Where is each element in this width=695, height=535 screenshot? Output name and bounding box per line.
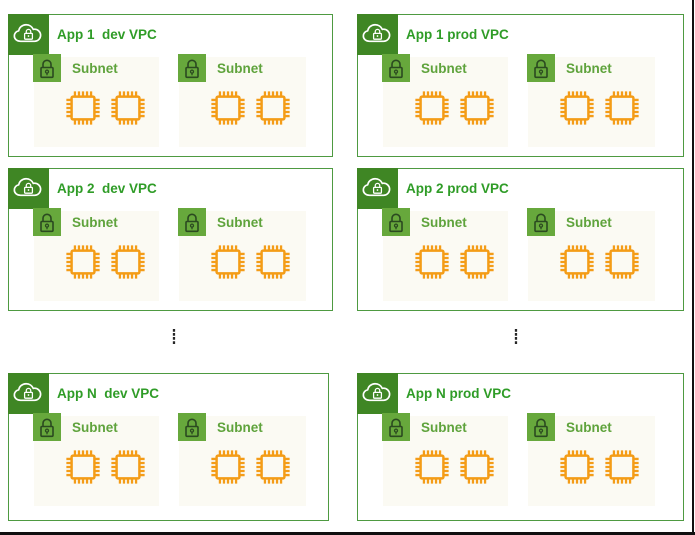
subnet-label: Subnet bbox=[566, 61, 612, 76]
vpc-box-appN-prod: App N prod VPC Subnet Subnet bbox=[356, 372, 684, 521]
instance-group bbox=[413, 89, 496, 127]
instance-group bbox=[64, 89, 147, 127]
subnet-label: Subnet bbox=[217, 215, 263, 230]
vertical-ellipsis: ⁞ bbox=[512, 325, 520, 350]
microchip-icon bbox=[209, 89, 247, 127]
subnet-box: Subnet bbox=[179, 57, 306, 147]
padlock-icon bbox=[382, 413, 410, 441]
subnet-box: Subnet bbox=[528, 416, 655, 506]
padlock-icon bbox=[527, 54, 555, 82]
cloud-lock-icon bbox=[7, 372, 49, 414]
microchip-icon bbox=[64, 89, 102, 127]
subnet-label: Subnet bbox=[217, 61, 263, 76]
subnet-box: Subnet bbox=[34, 416, 159, 506]
instance-group bbox=[558, 89, 641, 127]
microchip-icon bbox=[558, 89, 596, 127]
instance-group bbox=[209, 89, 292, 127]
padlock-icon bbox=[382, 54, 410, 82]
image-bottom-edge bbox=[0, 532, 695, 535]
cloud-lock-icon bbox=[356, 13, 398, 55]
subnet-label: Subnet bbox=[421, 420, 467, 435]
microchip-icon bbox=[109, 243, 147, 281]
subnet-box: Subnet bbox=[383, 211, 508, 301]
vpc-box-appN-dev: App N dev VPC Subnet Subnet bbox=[7, 372, 329, 521]
subnet-box: Subnet bbox=[179, 211, 306, 301]
subnet-label: Subnet bbox=[217, 420, 263, 435]
subnet-box: Subnet bbox=[383, 57, 508, 147]
microchip-icon bbox=[558, 448, 596, 486]
microchip-icon bbox=[558, 243, 596, 281]
microchip-icon bbox=[209, 448, 247, 486]
microchip-icon bbox=[64, 243, 102, 281]
vpc-box-app1-dev: App 1 dev VPC Subnet Subnet bbox=[7, 13, 333, 157]
padlock-icon bbox=[178, 208, 206, 236]
vpc-title: App 1 prod VPC bbox=[406, 27, 509, 42]
subnet-box: Subnet bbox=[383, 416, 508, 506]
microchip-icon bbox=[603, 243, 641, 281]
instance-group bbox=[413, 243, 496, 281]
subnet-box: Subnet bbox=[528, 57, 655, 147]
instance-group bbox=[209, 448, 292, 486]
instance-group bbox=[413, 448, 496, 486]
vpc-title: App 2 dev VPC bbox=[57, 181, 157, 196]
subnet-box: Subnet bbox=[34, 211, 159, 301]
subnet-label: Subnet bbox=[421, 215, 467, 230]
instance-group bbox=[558, 243, 641, 281]
vpc-title: App N prod VPC bbox=[406, 386, 511, 401]
padlock-icon bbox=[382, 208, 410, 236]
padlock-icon bbox=[527, 208, 555, 236]
subnet-label: Subnet bbox=[72, 215, 118, 230]
padlock-icon bbox=[178, 413, 206, 441]
subnet-box: Subnet bbox=[528, 211, 655, 301]
microchip-icon bbox=[413, 448, 451, 486]
cloud-lock-icon bbox=[356, 167, 398, 209]
subnet-label: Subnet bbox=[72, 420, 118, 435]
microchip-icon bbox=[458, 448, 496, 486]
padlock-icon bbox=[33, 413, 61, 441]
vpc-title: App N dev VPC bbox=[57, 386, 160, 401]
microchip-icon bbox=[254, 448, 292, 486]
image-right-edge bbox=[692, 0, 694, 535]
vpc-title: App 2 prod VPC bbox=[406, 181, 509, 196]
microchip-icon bbox=[209, 243, 247, 281]
instance-group bbox=[209, 243, 292, 281]
instance-group bbox=[558, 448, 641, 486]
microchip-icon bbox=[254, 89, 292, 127]
microchip-icon bbox=[413, 89, 451, 127]
cloud-lock-icon bbox=[7, 167, 49, 209]
subnet-label: Subnet bbox=[566, 215, 612, 230]
instance-group bbox=[64, 448, 147, 486]
subnet-box: Subnet bbox=[34, 57, 159, 147]
vertical-ellipsis: ⁞ bbox=[170, 325, 178, 350]
subnet-label: Subnet bbox=[72, 61, 118, 76]
subnet-label: Subnet bbox=[421, 61, 467, 76]
cloud-lock-icon bbox=[7, 13, 49, 55]
microchip-icon bbox=[254, 243, 292, 281]
microchip-icon bbox=[603, 448, 641, 486]
padlock-icon bbox=[33, 54, 61, 82]
vpc-box-app1-prod: App 1 prod VPC Subnet Subnet bbox=[356, 13, 684, 157]
microchip-icon bbox=[109, 89, 147, 127]
microchip-icon bbox=[458, 89, 496, 127]
cloud-lock-icon bbox=[356, 372, 398, 414]
padlock-icon bbox=[33, 208, 61, 236]
microchip-icon bbox=[603, 89, 641, 127]
microchip-icon bbox=[413, 243, 451, 281]
vpc-box-app2-dev: App 2 dev VPC Subnet Subnet bbox=[7, 167, 333, 311]
padlock-icon bbox=[178, 54, 206, 82]
microchip-icon bbox=[64, 448, 102, 486]
subnet-box: Subnet bbox=[179, 416, 306, 506]
padlock-icon bbox=[527, 413, 555, 441]
subnet-label: Subnet bbox=[566, 420, 612, 435]
microchip-icon bbox=[109, 448, 147, 486]
instance-group bbox=[64, 243, 147, 281]
vpc-title: App 1 dev VPC bbox=[57, 27, 157, 42]
vpc-box-app2-prod: App 2 prod VPC Subnet Subnet bbox=[356, 167, 684, 311]
microchip-icon bbox=[458, 243, 496, 281]
